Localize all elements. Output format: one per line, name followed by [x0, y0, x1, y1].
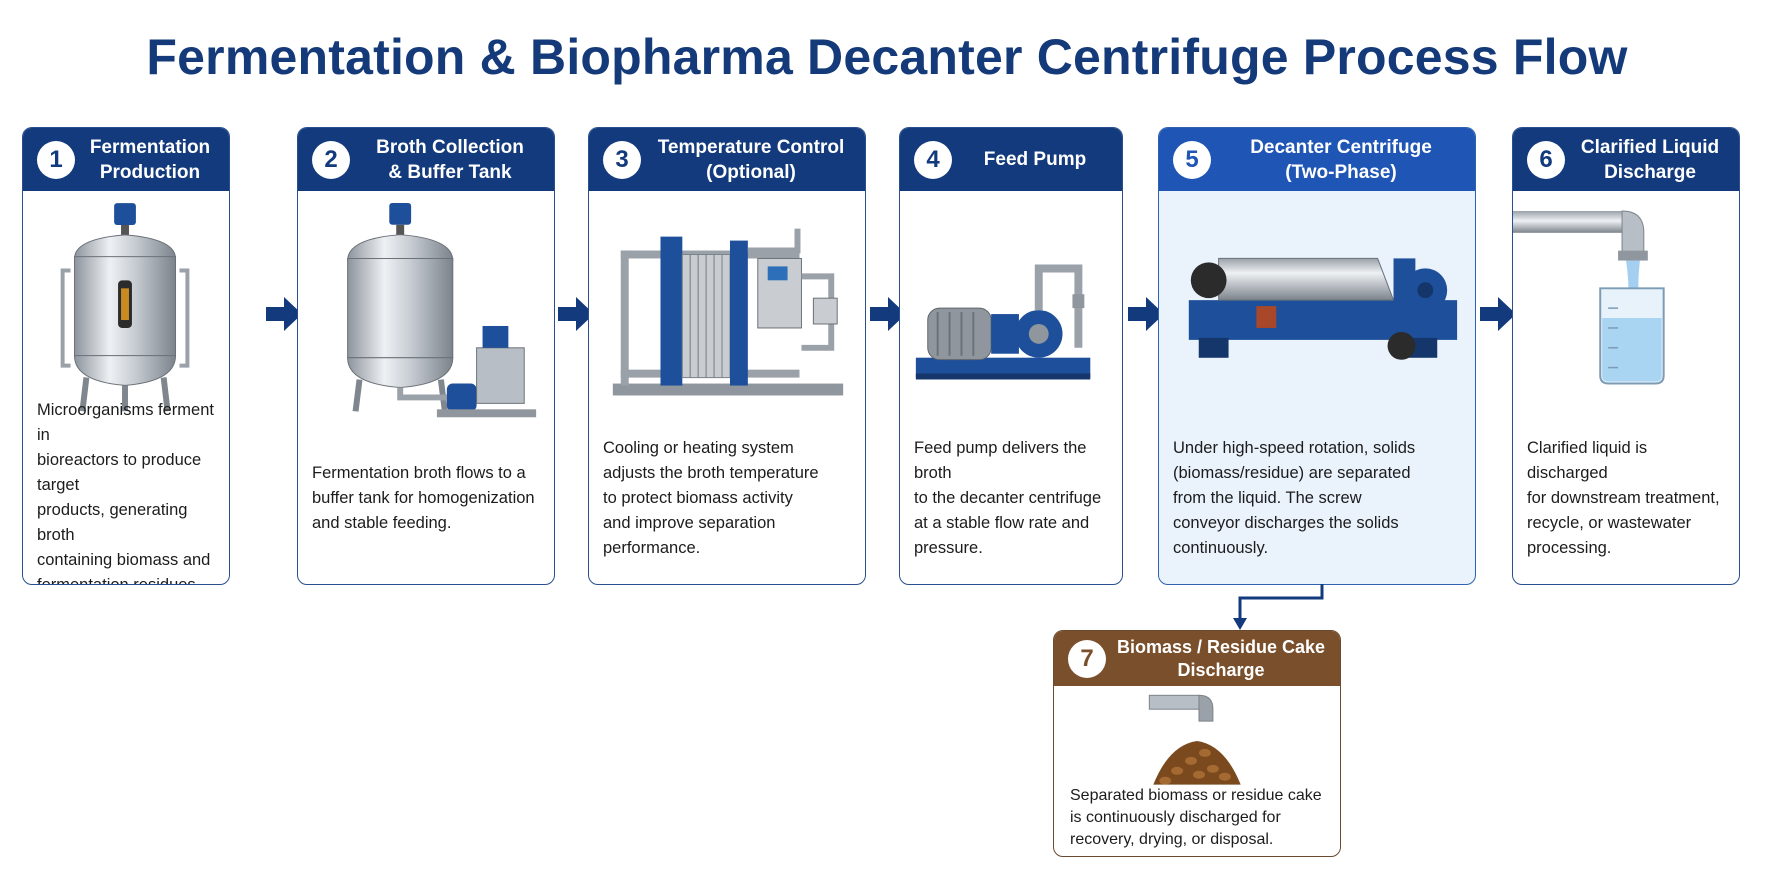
flow-arrow-3-4 [868, 294, 908, 334]
flow-arrow-5-7 [1230, 584, 1330, 634]
buffer-tank-icon [298, 198, 554, 448]
decanter-centrifuge-icon [1159, 198, 1475, 448]
step-header-7: 7 Biomass / Residue Cake Discharge [1054, 631, 1340, 686]
step-description-4: Feed pump delivers the broth to the deca… [914, 438, 1102, 557]
step-card-5: 5 Decanter Centrifuge (Two-Phase) Under … [1158, 127, 1476, 585]
step-description-2: Fermentation broth flows to a buffer tan… [312, 463, 535, 532]
step-header-1: 1 Fermentation Production [23, 128, 229, 191]
step-title-5: Decanter Centrifuge (Two-Phase) [1250, 136, 1432, 183]
step-number-7: 7 [1068, 639, 1106, 678]
step-header-3: 3 Temperature Control (Optional) [589, 128, 865, 191]
step-card-1: 1 Fermentation Production Microorgani [22, 127, 230, 585]
step-card-2: 2 Broth Collection & Buffer Tank Ferm [297, 127, 555, 585]
step-title-1: Fermentation Production [89, 136, 211, 183]
bioreactor-icon [23, 198, 229, 448]
step-title-6: Clarified Liquid Discharge [1580, 136, 1720, 183]
step-card-4: 4 Feed Pump Feed pump delivers the broth… [899, 127, 1123, 585]
step-description-6: Clarified liquid is discharged for downs… [1527, 438, 1720, 557]
step-description-5: Under high-speed rotation, solids (bioma… [1173, 438, 1416, 557]
step-title-3: Temperature Control (Optional) [657, 136, 845, 183]
step-title-2: Broth Collection & Buffer Tank [376, 136, 524, 183]
step-title-7: Biomass / Residue Cake Discharge [1116, 636, 1326, 680]
step-number-5: 5 [1173, 140, 1211, 179]
step-number-3: 3 [603, 140, 641, 179]
heat-exchanger-icon [589, 198, 865, 448]
step-header-4: 4 Feed Pump [900, 128, 1122, 191]
step-card-3: 3 Temperature Control (Optional) Cooling… [588, 127, 866, 585]
page-title: Fermentation & Biopharma Decanter Centri… [146, 29, 1628, 85]
step-description-7: Separated biomass or residue cake is con… [1070, 787, 1322, 848]
step-header-5: 5 Decanter Centrifuge (Two-Phase) [1159, 128, 1475, 191]
flow-arrow-4-5 [1126, 294, 1166, 334]
beaker-icon [1513, 198, 1739, 448]
step-number-6: 6 [1527, 140, 1565, 179]
step-description-1: Microorganisms ferment in bioreactors to… [37, 401, 214, 585]
step-header-2: 2 Broth Collection & Buffer Tank [298, 128, 554, 191]
step-card-7: 7 Biomass / Residue Cake Discharge Separ… [1053, 630, 1341, 857]
cake-pile-icon [1054, 689, 1340, 789]
step-card-6: 6 Clarified Liquid Discharge Clarified l… [1512, 127, 1740, 585]
step-number-4: 4 [914, 140, 952, 179]
flow-arrow-1-2 [264, 294, 304, 334]
step-header-6: 6 Clarified Liquid Discharge [1513, 128, 1739, 191]
step-number-2: 2 [312, 140, 350, 179]
feed-pump-icon [900, 198, 1122, 448]
flow-arrow-5-6 [1478, 294, 1518, 334]
step-number-1: 1 [37, 140, 75, 179]
flow-arrow-2-3 [556, 294, 596, 334]
step-description-3: Cooling or heating system adjusts the br… [603, 438, 819, 557]
step-title-4: Feed Pump [983, 149, 1087, 170]
